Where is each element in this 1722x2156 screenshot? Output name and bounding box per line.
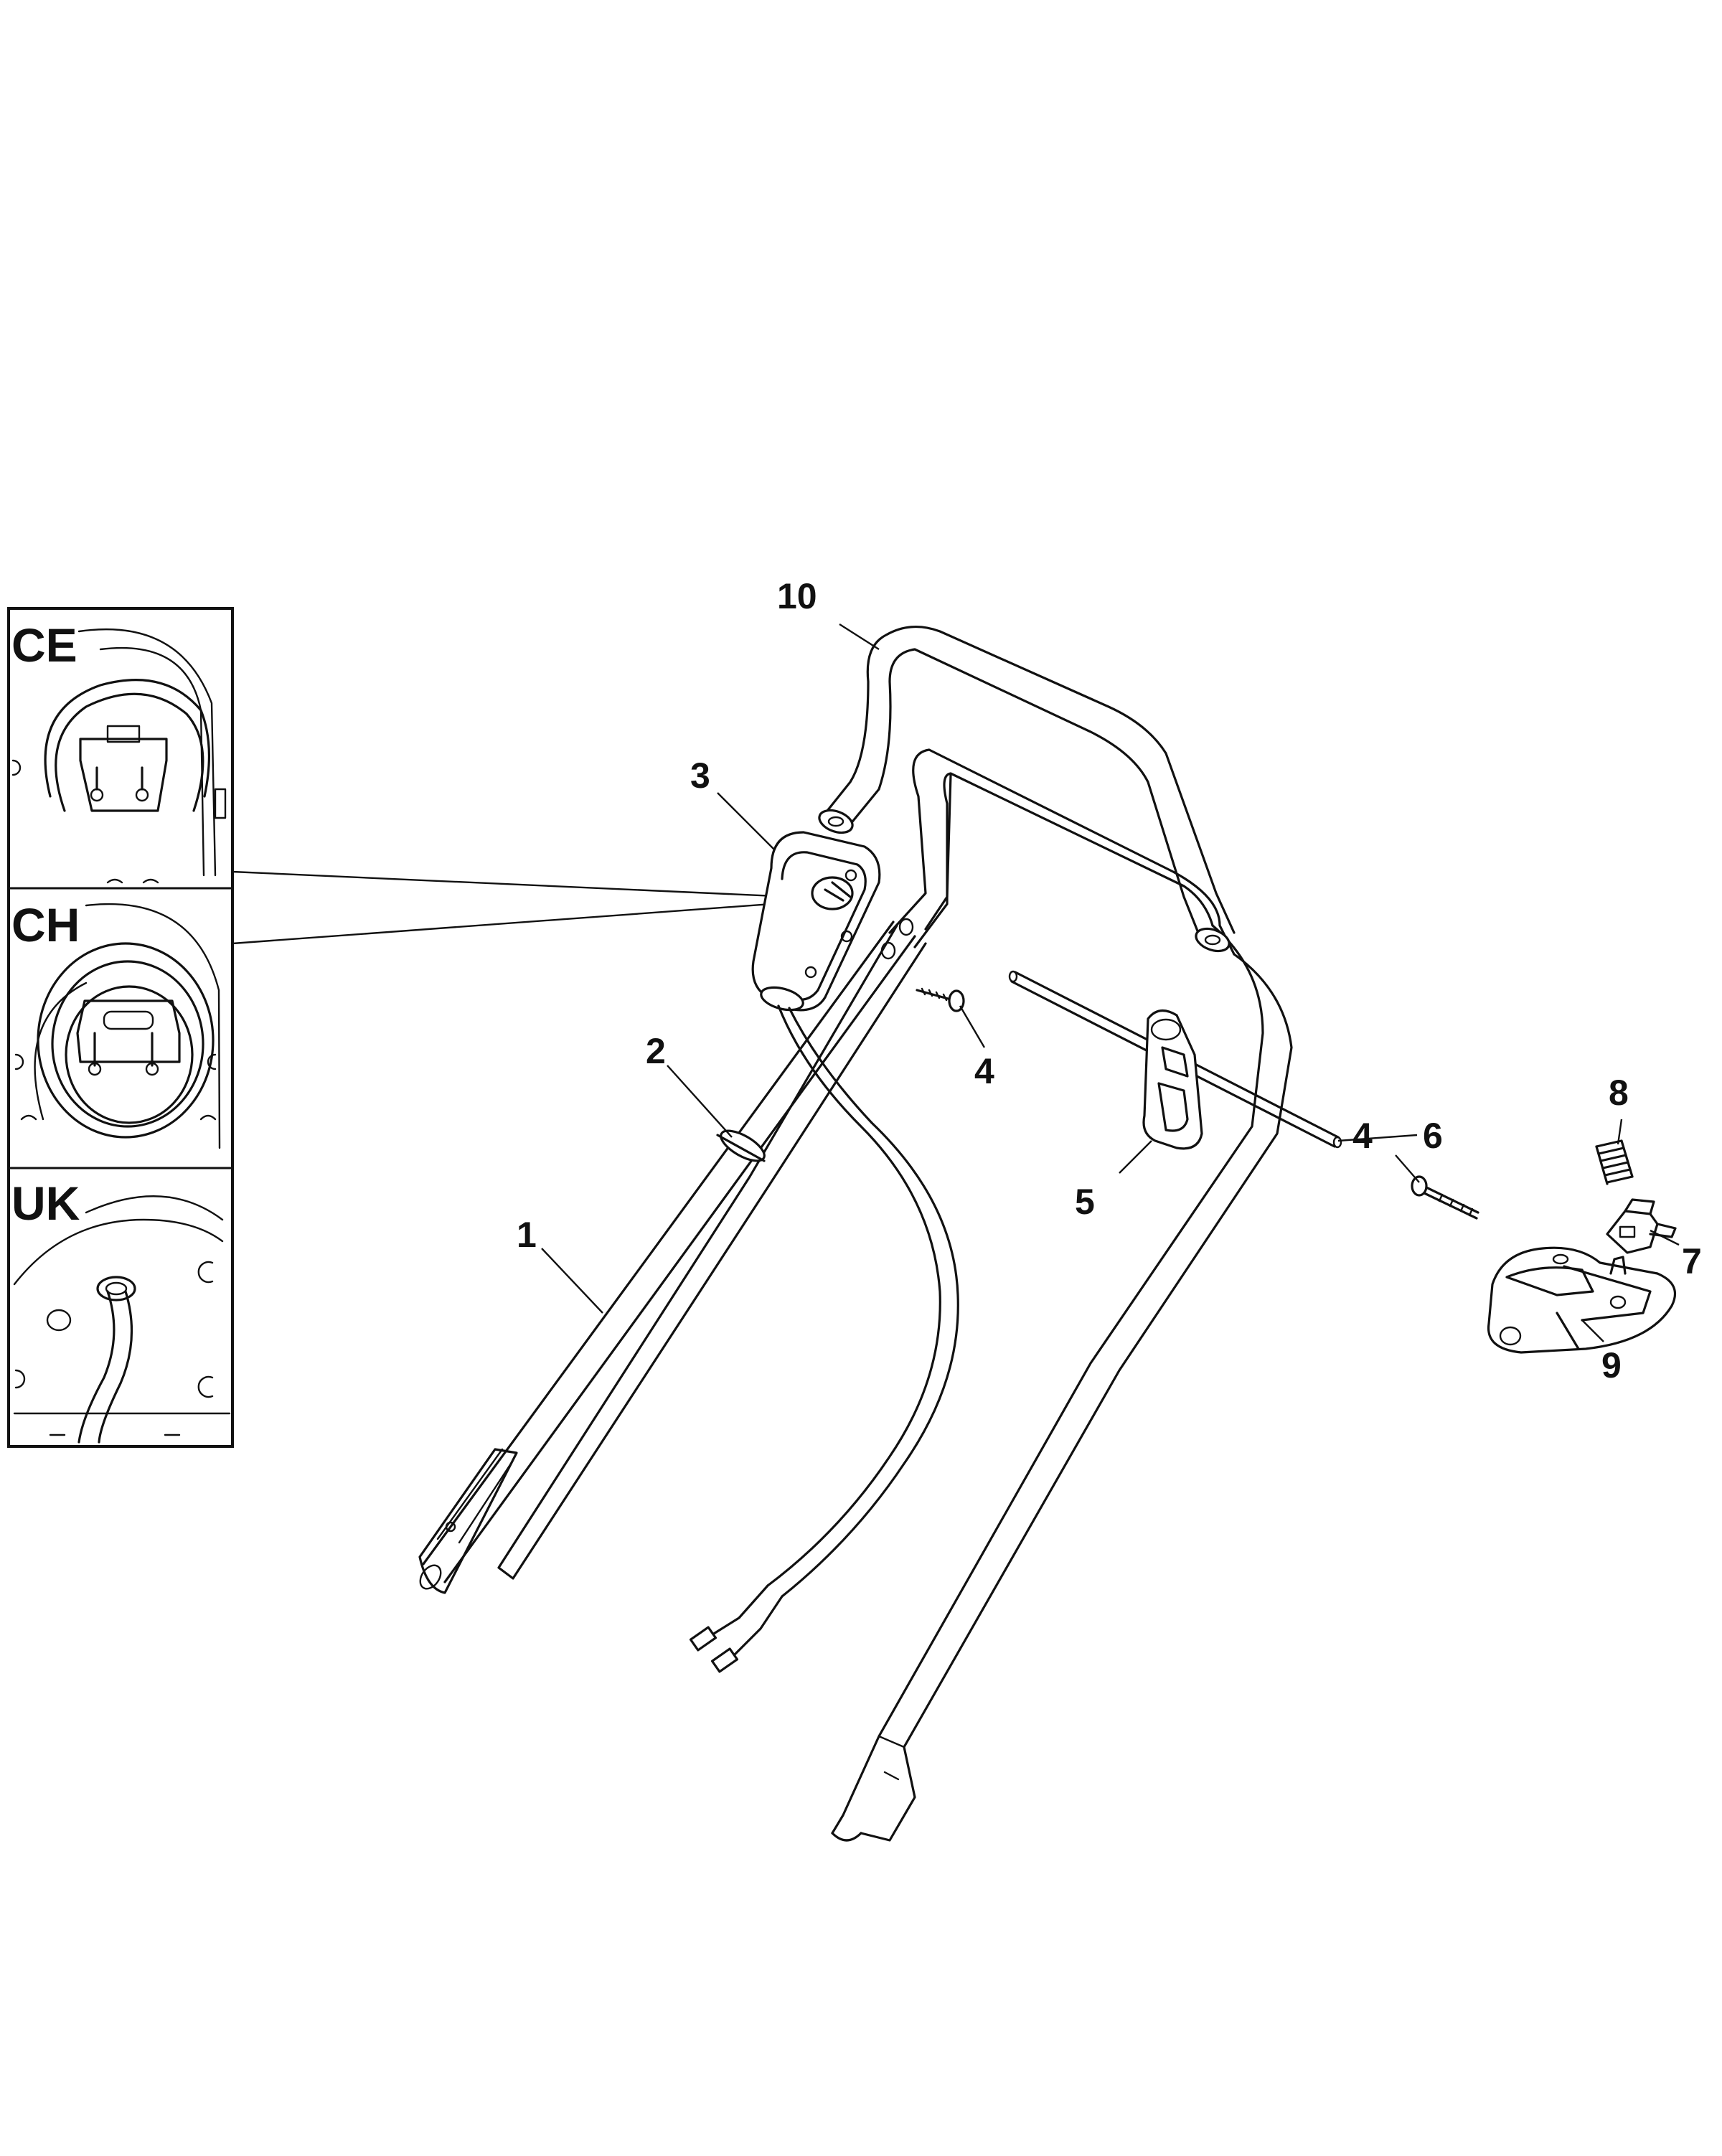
- inset-pointer-ce: [232, 870, 840, 900]
- plug-variants-inset: CE CH: [7, 607, 234, 1448]
- spring: [1595, 1139, 1634, 1185]
- cord-holder: [1142, 1009, 1203, 1150]
- switch-box: [751, 831, 881, 1012]
- leader-3: [717, 792, 776, 851]
- power-cable: [689, 1004, 959, 1673]
- callout-8: 8: [1609, 1073, 1629, 1113]
- leader-9: [1581, 1319, 1604, 1342]
- ch-socket-view: [14, 903, 221, 1149]
- ch-region-label: CH: [11, 898, 80, 951]
- leader-6: [1337, 1134, 1418, 1142]
- callout-1: 1: [517, 1215, 537, 1255]
- latch: [1606, 1198, 1677, 1254]
- leader-2: [667, 1065, 733, 1138]
- leader-7: [1650, 1229, 1680, 1246]
- ce-region-label: CE: [11, 618, 77, 672]
- leader-4a: [959, 1005, 986, 1048]
- leader-1: [541, 1248, 603, 1314]
- uk-socket-view: [13, 1195, 231, 1444]
- callout-7: 7: [1682, 1241, 1702, 1281]
- top-handlebar: [818, 625, 1236, 953]
- callout-10: 10: [777, 576, 817, 616]
- upper-handle-frame: [831, 748, 1293, 1842]
- callout-4-upper: 4: [974, 1051, 994, 1091]
- leader-8: [1617, 1119, 1623, 1145]
- leader-10: [839, 623, 880, 651]
- screw-lower: [1411, 1175, 1479, 1220]
- callout-5: 5: [1075, 1182, 1095, 1222]
- callout-3: 3: [690, 755, 710, 796]
- callout-9: 9: [1601, 1345, 1622, 1385]
- lower-handle-tube: [418, 921, 927, 1594]
- screw-upper: [916, 987, 965, 1012]
- callout-6: 6: [1423, 1116, 1443, 1156]
- uk-region-label: UK: [11, 1177, 80, 1230]
- leader-5: [1119, 1140, 1152, 1174]
- leader-4b: [1395, 1154, 1420, 1183]
- callout-2: 2: [646, 1031, 666, 1071]
- inset-pointer-ch: [232, 898, 840, 945]
- callout-4-lower: 4: [1352, 1116, 1373, 1156]
- handle-base: [1487, 1246, 1677, 1354]
- ce-socket-view: [11, 628, 227, 884]
